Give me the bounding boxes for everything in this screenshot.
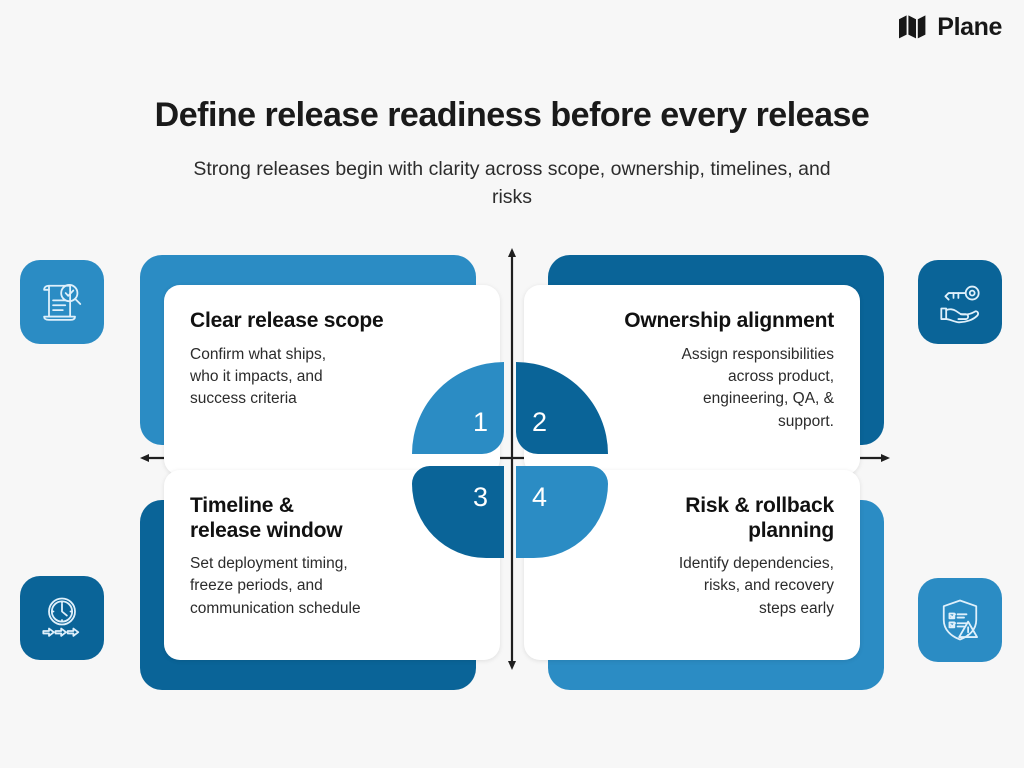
page-subtitle: Strong releases begin with clarity acros… bbox=[193, 158, 831, 209]
plane-logo-icon bbox=[899, 15, 926, 39]
brand-logo: Plane bbox=[898, 14, 1002, 40]
quadrant-card-4-title: Risk & rollback planning bbox=[685, 494, 834, 542]
quadrant-number-1: 1 bbox=[472, 407, 488, 437]
quadrant-number-3: 3 bbox=[472, 482, 488, 512]
quadrant-card-4-description: Identify dependencies, risks, and recove… bbox=[678, 555, 834, 617]
icon-tile-bottom-right bbox=[918, 578, 1002, 662]
arrow-down-icon bbox=[508, 661, 516, 670]
quadrant-card-2-sheet: Ownership alignment Assign responsibilit… bbox=[524, 285, 860, 475]
icon-tile-bottom-left bbox=[20, 576, 104, 660]
quadrant-card-2-description: Assign responsibilities across product, … bbox=[681, 345, 835, 430]
brand-name: Plane bbox=[937, 12, 1002, 41]
quadrant-number-badge-4: 4 bbox=[516, 466, 608, 558]
page-title: Define release readiness before every re… bbox=[154, 96, 870, 134]
quadrant-card-1-description: Confirm what ships, who it impacts, and … bbox=[190, 345, 327, 408]
quadrant-number-2: 2 bbox=[532, 407, 548, 437]
quadrant-card-1-title: Clear release scope bbox=[190, 309, 384, 332]
icon-tile-top-right bbox=[918, 260, 1002, 344]
quadrant-number-4: 4 bbox=[532, 482, 548, 512]
quadrant-card-3-title: Timeline & release window bbox=[190, 494, 343, 542]
clock-arrows-icon bbox=[42, 597, 80, 637]
arrow-left-icon bbox=[140, 454, 149, 462]
quadrant-card-2[interactable]: Ownership alignment Assign responsibilit… bbox=[524, 255, 884, 475]
arrow-up-icon bbox=[508, 248, 516, 257]
quadrant-card-2-title: Ownership alignment bbox=[624, 309, 834, 332]
quadrant-card-3-description: Set deployment timing, freeze periods, a… bbox=[190, 555, 361, 617]
arrow-right-icon bbox=[881, 454, 890, 462]
document-magnifier-check-icon bbox=[43, 284, 82, 321]
icon-tile-top-left bbox=[20, 260, 104, 344]
shield-checklist-warning-icon bbox=[942, 599, 978, 641]
hand-holding-key-icon bbox=[940, 285, 980, 324]
